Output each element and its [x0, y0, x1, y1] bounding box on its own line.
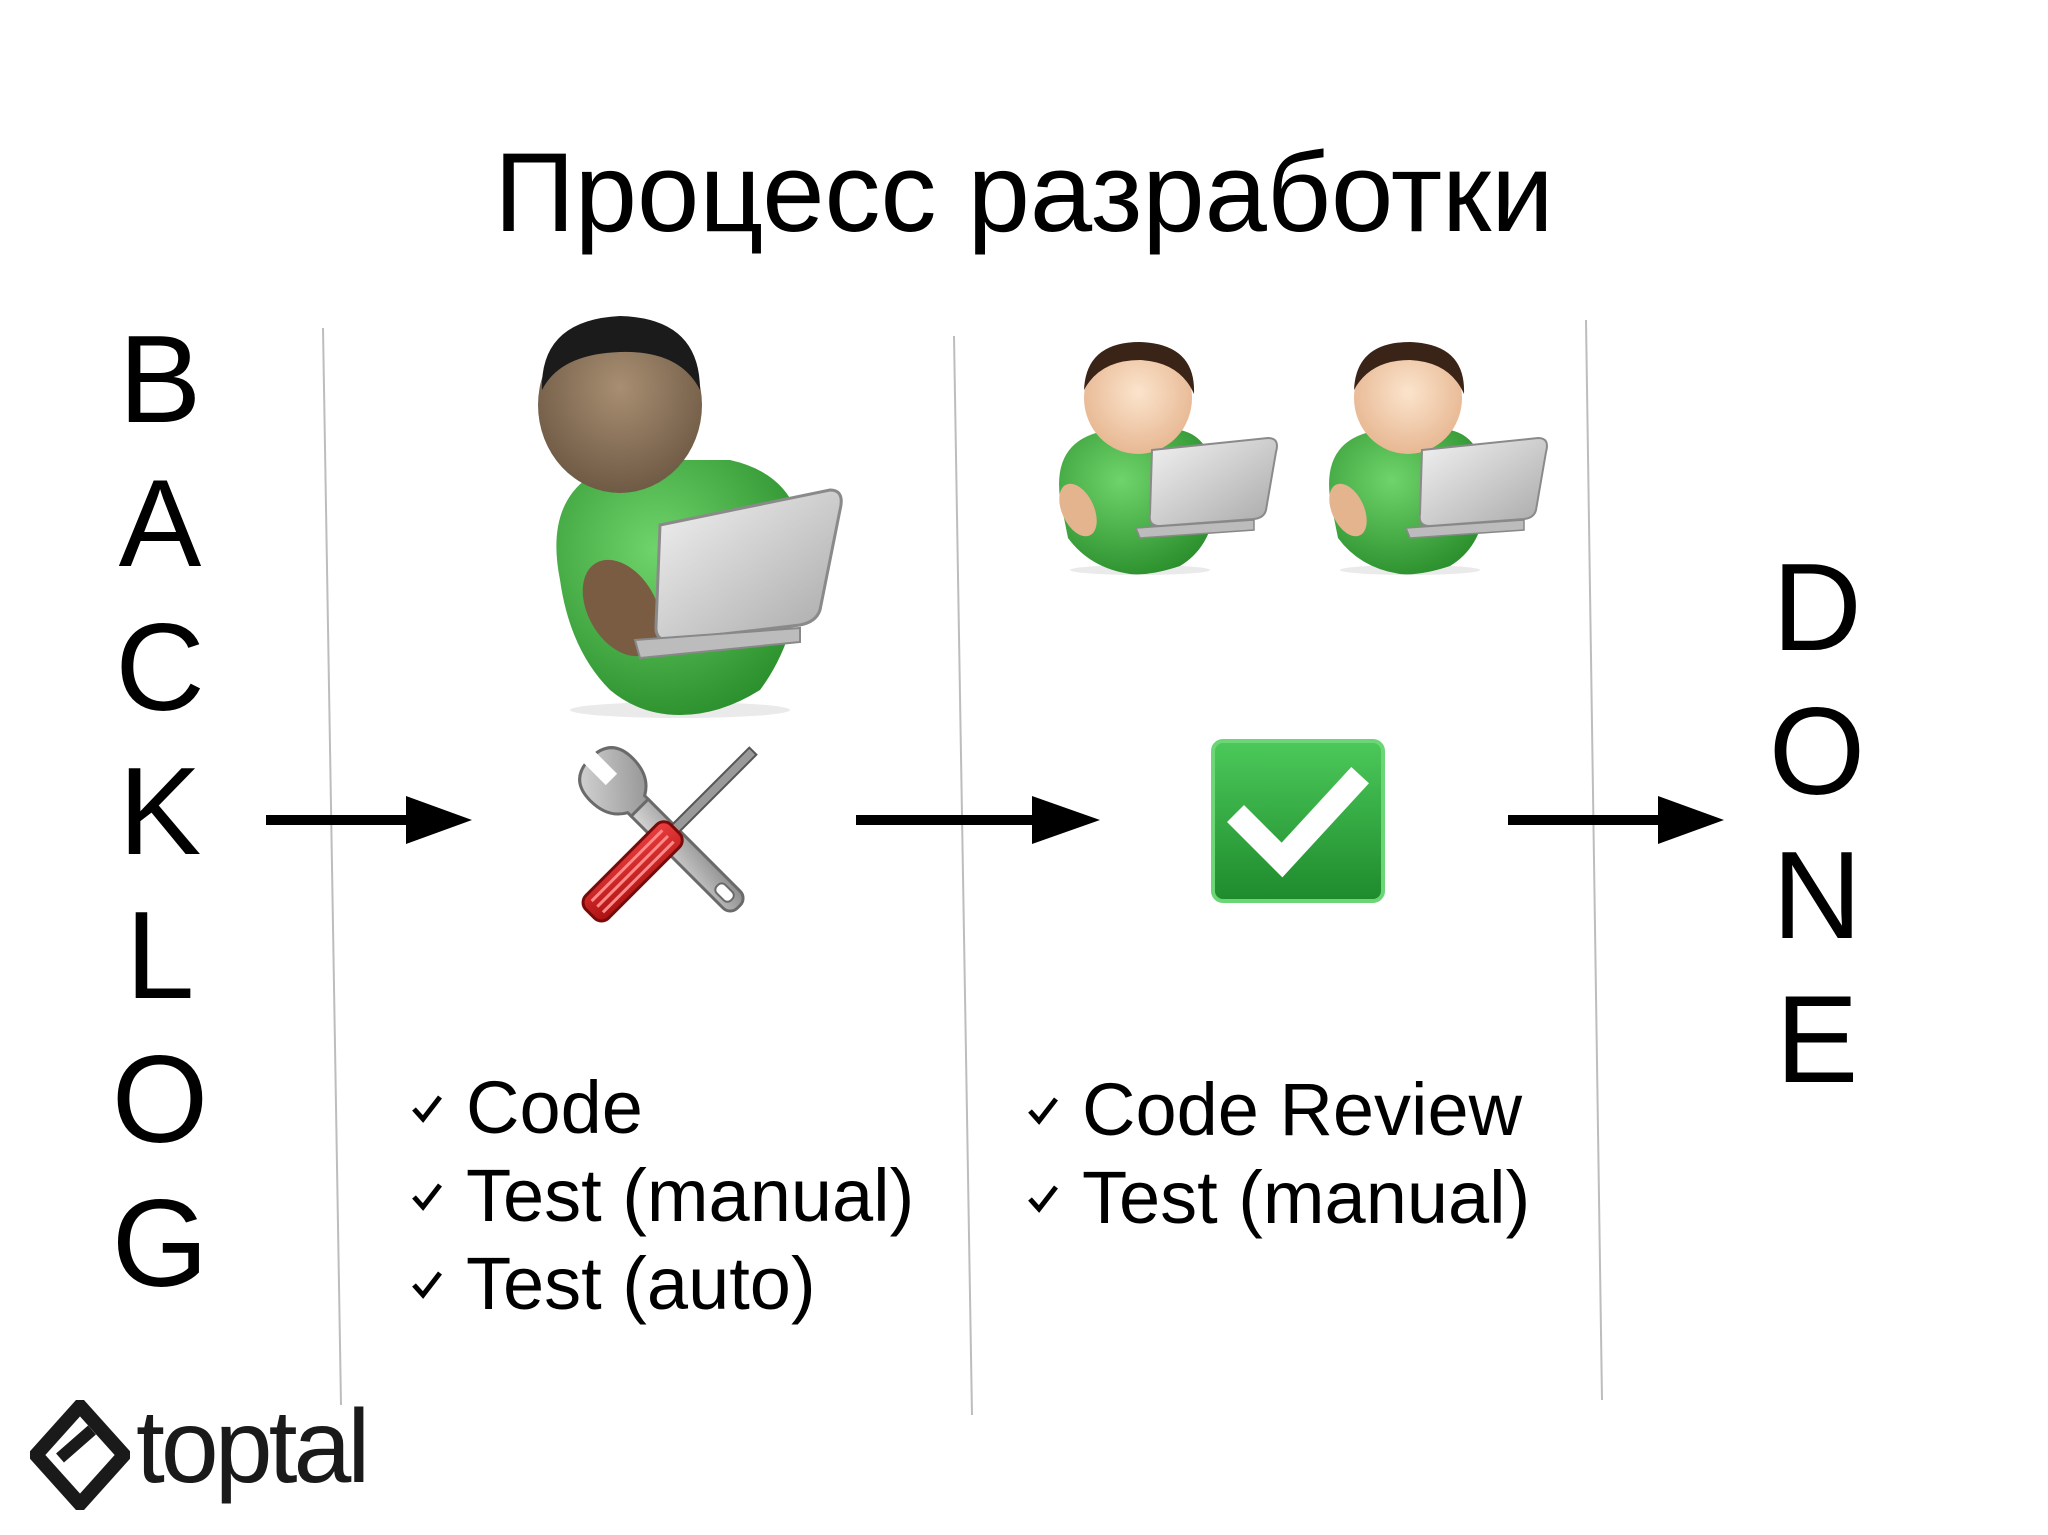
divider-line-2: [953, 335, 973, 1416]
divider-line-3: [1585, 319, 1603, 1401]
developer-with-laptop-icon: [538, 316, 843, 718]
reviewer-with-laptop-icon: [1329, 342, 1548, 575]
toptal-logo: toptal: [30, 1392, 370, 1510]
list-item: Code: [410, 1064, 914, 1152]
toptal-mark-icon: [30, 1400, 130, 1510]
arrow-dev-to-review: [856, 796, 1100, 844]
green-checkbox-icon: [1211, 739, 1385, 903]
done-letter: O: [1768, 683, 1866, 821]
wrench-screwdriver-icon: [578, 746, 758, 923]
list-item: Test (auto): [410, 1240, 914, 1328]
logo-text: toptal: [136, 1389, 370, 1505]
divider-line-1: [322, 327, 342, 1406]
backlog-letter: A: [118, 455, 202, 593]
checklist-item-label: Code Review: [1082, 1068, 1523, 1151]
backlog-letter: O: [111, 1031, 209, 1169]
backlog-letter: C: [115, 599, 205, 737]
backlog-label: B A C K L O G: [110, 308, 210, 1316]
backlog-letter: G: [111, 1175, 209, 1313]
dev-checklist: Code Test (manual) Test (auto): [410, 1064, 914, 1328]
backlog-letter: B: [118, 311, 202, 449]
list-item: Test (manual): [410, 1152, 914, 1240]
reviewer-with-laptop-icon: [1059, 342, 1278, 575]
checklist-item-label: Code: [466, 1066, 643, 1149]
checklist-item-label: Test (manual): [1082, 1156, 1531, 1239]
checkmark-icon: [412, 1271, 442, 1299]
checkmark-icon: [412, 1183, 442, 1211]
arrow-review-to-done: [1508, 796, 1724, 844]
checkmark-icon: [1028, 1097, 1058, 1125]
checkmark-icon: [1028, 1185, 1058, 1213]
backlog-letter: K: [118, 743, 202, 881]
arrow-backlog-to-dev: [266, 796, 472, 844]
done-letter: D: [1772, 539, 1862, 677]
list-item: Code Review: [1026, 1066, 1530, 1154]
backlog-letter: L: [125, 887, 195, 1025]
done-letter: N: [1772, 827, 1862, 965]
checkmark-icon: [412, 1095, 442, 1123]
page-title: Процесс разработки: [494, 130, 1554, 255]
checklist-item-label: Test (auto): [466, 1242, 816, 1325]
review-checklist: Code Review Test (manual): [1026, 1066, 1530, 1242]
checklist-item-label: Test (manual): [466, 1154, 915, 1237]
list-item: Test (manual): [1026, 1154, 1530, 1242]
done-label: D O N E: [1762, 536, 1872, 1112]
done-letter: E: [1775, 971, 1859, 1109]
